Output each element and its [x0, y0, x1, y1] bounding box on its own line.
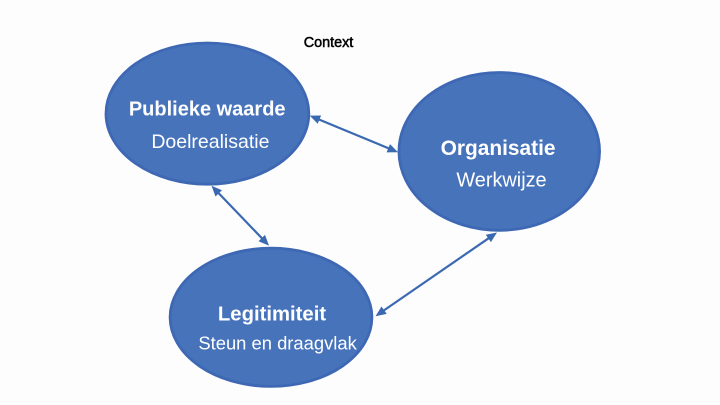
- svg-text:Doelrealisatie: Doelrealisatie: [151, 131, 269, 153]
- svg-text:Legitimiteit: Legitimiteit: [218, 304, 326, 326]
- svg-text:Publieke waarde: Publieke waarde: [129, 99, 286, 121]
- svg-text:Context: Context: [304, 35, 354, 51]
- svg-text:Werkwijze: Werkwijze: [456, 169, 546, 191]
- svg-text:Organisatie: Organisatie: [441, 137, 556, 160]
- svg-text:Steun en draagvlak: Steun en draagvlak: [198, 333, 357, 354]
